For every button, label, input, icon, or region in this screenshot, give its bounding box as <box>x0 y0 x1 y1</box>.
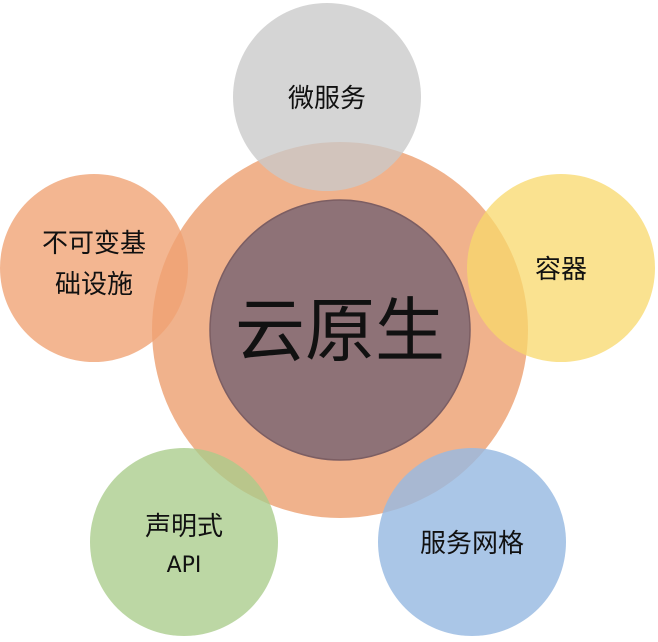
node-label-declarative-api-line1: 声明式 <box>145 512 223 542</box>
node-label-containers: 容器 <box>535 255 587 285</box>
node-circle-declarative-api <box>90 448 278 636</box>
node-circle-immutable-infrastructure <box>0 174 188 362</box>
node-label-immutable-infrastructure-line1: 不可变基 <box>42 229 146 259</box>
node-label-immutable-infrastructure-line2: 础设施 <box>55 270 133 300</box>
center-inner-circle <box>209 199 471 461</box>
node-circle-microservices <box>233 3 421 191</box>
node-circle-containers <box>467 174 655 362</box>
node-circle-service-mesh <box>378 448 566 636</box>
node-label-microservices: 微服务 <box>288 84 366 114</box>
satellite-circles <box>0 3 655 636</box>
node-label-declarative-api-line2: API <box>167 553 202 578</box>
node-label-service-mesh: 服务网格 <box>420 529 524 559</box>
center-label: 云原生 <box>235 290 445 372</box>
